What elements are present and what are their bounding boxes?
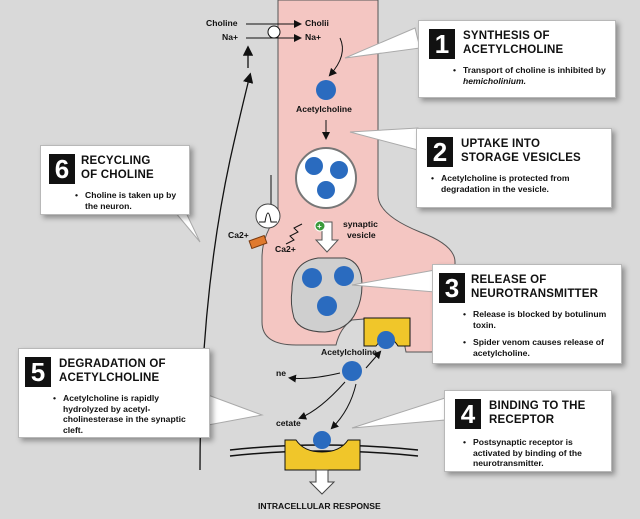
postsynaptic-bound-molecule (313, 431, 331, 449)
na-inside-label: Na+ (305, 32, 322, 42)
step-title-line2: OF CHOLINE (81, 169, 154, 181)
callout-recycling: 6 RECYCLING OF CHOLINE •Choline is taken… (40, 145, 190, 215)
vesicle-molecule (317, 181, 335, 199)
plus-glyph: + (317, 222, 322, 231)
choline-partial-label: ne (276, 368, 287, 378)
release-molecule (334, 266, 354, 286)
acetate-partial-label: cetate (276, 418, 301, 428)
step-title-line2: NEUROTRANSMITTER (471, 288, 599, 300)
choline-transporter (267, 25, 281, 39)
step-number: 1 (429, 29, 455, 59)
step-bullet: •Transport of choline is inhibited by he… (453, 65, 606, 86)
receptor-bound-molecule (377, 331, 395, 349)
fusion-arrow (314, 221, 340, 253)
action-potential-trace (259, 212, 277, 223)
plus-icon (314, 220, 326, 232)
step-title-line1: DEGRADATION OF (59, 358, 166, 370)
callout-binding: 4 BINDING TO THE RECEPTOR •Postsynaptic … (444, 390, 612, 472)
step-number: 3 (439, 273, 465, 303)
step-title-line1: SYNTHESIS OF (463, 30, 550, 42)
step-title-line2: ACETYLCHOLINE (463, 44, 564, 56)
action-potential-icon (255, 203, 281, 229)
binding-arrow (365, 350, 382, 369)
ca-outside-label: Ca2+ (228, 230, 249, 240)
step-title-line1: UPTAKE INTO (461, 138, 541, 150)
step-number: 5 (25, 357, 51, 387)
ca-inside-label: Ca2+ (275, 244, 296, 254)
choline-outside-label: Choline (206, 18, 238, 28)
choline-inside-label: Cholii (305, 18, 329, 28)
step-bullet: •Spider venom causes release of acetylch… (463, 337, 604, 358)
step-bullet: •Acetylcholine is protected from degrada… (431, 173, 570, 194)
acetylcholine-molecule-top (316, 80, 336, 100)
step-title-line1: RECYCLING (81, 155, 151, 167)
step-title-line2: RECEPTOR (489, 414, 555, 426)
synaptic-vesicle-label-2: vesicle (347, 230, 376, 240)
step-number: 6 (49, 154, 75, 184)
step-bullet: •Postsynaptic receptor is activated by b… (463, 437, 582, 468)
release-molecule (302, 268, 322, 288)
callout-uptake: 2 UPTAKE INTO STORAGE VESICLES •Acetylch… (416, 128, 612, 208)
postsynaptic-membrane-inner (229, 450, 419, 457)
calcium-channel (248, 234, 268, 250)
acetylcholine-top-label: Acetylcholine (296, 104, 352, 114)
callout-degradation: 5 DEGRADATION OF ACETYLCHOLINE •Acetylch… (18, 348, 210, 438)
synthesis-arrow (328, 37, 343, 77)
callout-pointer-1 (344, 27, 421, 59)
step-number: 4 (455, 399, 481, 429)
cleft-acetylcholine (342, 361, 362, 381)
callout-pointer-4 (351, 397, 446, 429)
acetate-product-arrow (298, 381, 346, 420)
intracellular-response-label: INTRACELLULAR RESPONSE (258, 501, 381, 511)
postsynaptic-receptor (284, 439, 361, 471)
release-molecule (317, 296, 337, 316)
callout-release: 3 RELEASE OF NEUROTRANSMITTER •Release i… (432, 264, 622, 364)
vesicle-molecule (330, 161, 348, 179)
to-receptor-arrow (330, 383, 357, 430)
step-title-line2: ACETYLCHOLINE (59, 372, 160, 384)
step-title-line1: BINDING TO THE (489, 400, 586, 412)
callout-pointer-5 (207, 394, 264, 426)
step-title-line1: RELEASE OF (471, 274, 547, 286)
step-number: 2 (427, 137, 453, 167)
acetylcholine-cleft-label: Acetylcholine (321, 347, 377, 357)
response-arrow (308, 469, 336, 495)
choline-product-arrow (288, 372, 341, 383)
step-title-line2: STORAGE VESICLES (461, 152, 581, 164)
step-bullet: •Acetylcholine is rapidly hydrolyzed by … (53, 393, 186, 435)
vesicle-molecule (305, 157, 323, 175)
step-bullet: •Choline is taken up by the neuron. (75, 190, 177, 211)
calcium-signal (285, 223, 303, 245)
synaptic-vesicle-label-1: synaptic (343, 219, 378, 229)
na-outside-label: Na+ (222, 32, 239, 42)
step-bullet: •Release is blocked by botulinum toxin. (463, 309, 607, 330)
callout-synthesis: 1 SYNTHESIS OF ACETYLCHOLINE •Transport … (418, 20, 616, 98)
